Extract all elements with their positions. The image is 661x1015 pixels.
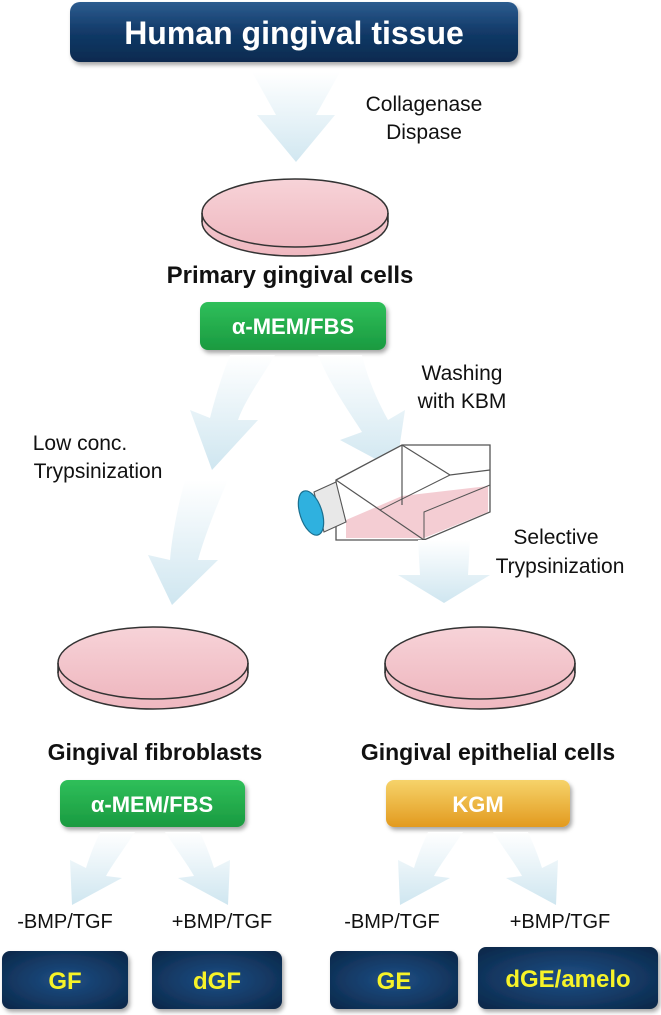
outcome-box-dgf: dGF: [152, 951, 282, 1009]
epithelial-medium-label: KGM: [452, 792, 503, 817]
arrow-washing: [318, 355, 405, 470]
arrow-fibroblast-plus: [165, 832, 230, 905]
outcome-ge-label: GE: [377, 968, 412, 995]
primary-cells-label: Primary gingival cells: [167, 262, 414, 289]
condition-plus-fibroblast: +BMP/TGF: [172, 911, 273, 933]
enzyme-label-dispase: Dispase: [386, 121, 462, 144]
selective-label-line1: Selective: [513, 526, 598, 549]
arrow-epithelial-minus: [398, 832, 463, 905]
condition-minus-fibroblast: -BMP/TGF: [17, 911, 113, 933]
arrow-epithelial-plus: [493, 832, 558, 905]
washing-label-line1: Washing: [422, 362, 503, 385]
condition-plus-epithelial: +BMP/TGF: [510, 911, 611, 933]
fibroblast-medium-box: α-MEM/FBS: [60, 780, 245, 827]
low-conc-label-line2: Trypsinization: [34, 460, 163, 483]
primary-medium-label: α-MEM/FBS: [232, 314, 354, 339]
arrow-fibroblast-minus: [70, 832, 135, 905]
arrow-tissue-to-primary: [252, 72, 340, 162]
arrow-low-conc-lower: [148, 480, 228, 605]
culture-flask: [297, 444, 491, 541]
selective-label-line2: Trypsinization: [496, 555, 625, 578]
low-conc-label-line1: Low conc.: [33, 432, 128, 455]
epithelial-medium-box: KGM: [386, 780, 570, 827]
outcome-dgf-label: dGF: [193, 968, 241, 995]
primary-medium-box: α-MEM/FBS: [200, 302, 386, 350]
primary-culture-dish: [201, 178, 389, 257]
outcome-box-gf: GF: [2, 951, 128, 1009]
enzyme-label-collagenase: Collagenase: [366, 93, 483, 116]
outcome-gf-label: GF: [48, 968, 81, 995]
epithelial-label: Gingival epithelial cells: [361, 739, 615, 765]
outcome-box-ge: GE: [330, 951, 458, 1009]
fibroblast-label: Gingival fibroblasts: [48, 739, 263, 765]
title-box: Human gingival tissue: [70, 2, 518, 62]
title-text: Human gingival tissue: [124, 15, 464, 51]
outcome-dge-label: dGE/amelo: [505, 966, 630, 993]
washing-label-line2: with KBM: [417, 390, 507, 413]
fibroblast-medium-label: α-MEM/FBS: [91, 792, 213, 817]
epithelial-culture-dish: [384, 626, 576, 710]
outcome-box-dge: dGE/amelo: [478, 947, 658, 1009]
arrow-selective: [398, 540, 490, 603]
fibroblast-culture-dish: [57, 626, 249, 710]
condition-minus-epithelial: -BMP/TGF: [344, 911, 440, 933]
arrow-low-conc-upper: [190, 355, 275, 470]
